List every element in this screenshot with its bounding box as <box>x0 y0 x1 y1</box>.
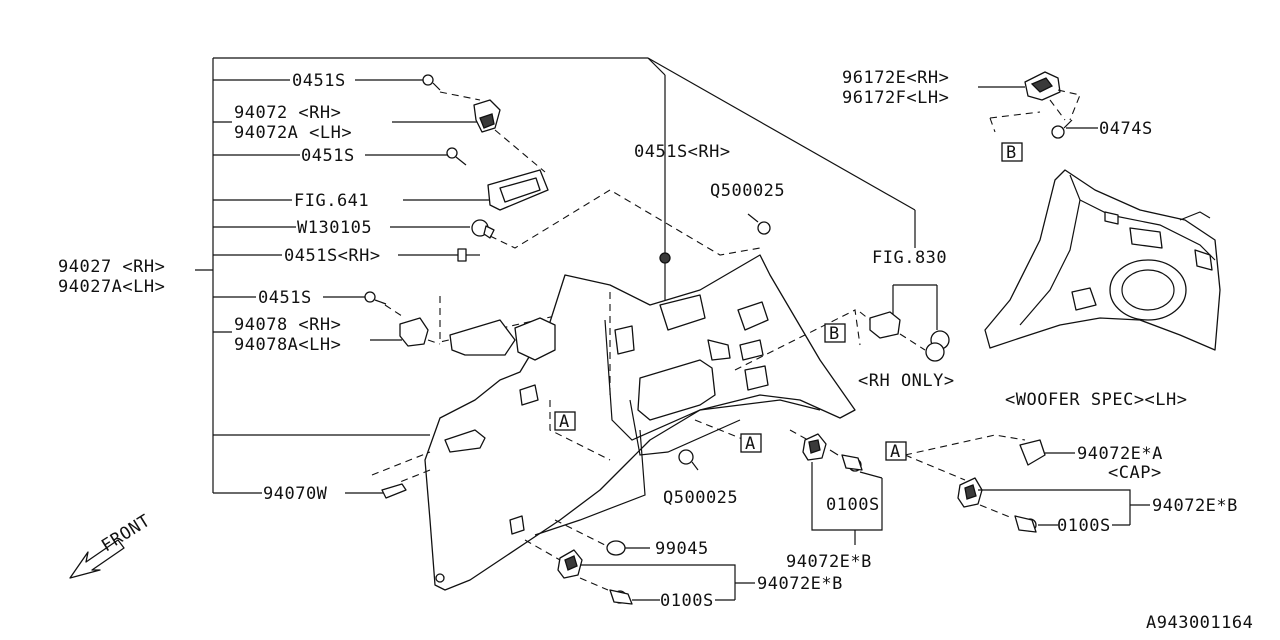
screw-0474s <box>1051 119 1073 139</box>
leader-94072eb-lower <box>580 564 755 601</box>
pin-94070w <box>381 483 407 499</box>
dash-leader-clip <box>489 189 761 256</box>
screw-0451s-top <box>422 74 441 91</box>
label-94070w: 94070W <box>263 484 328 504</box>
front-label: FRONT <box>98 511 154 556</box>
label-94072eb-a: 94072E*B <box>757 574 843 594</box>
label-0100s-a: 0100S <box>660 591 714 611</box>
cap-94072ea <box>1019 439 1046 466</box>
screw-0451s-mid <box>446 147 467 166</box>
leader-94072eb-middle <box>811 462 883 545</box>
part-fig830-b <box>925 330 950 362</box>
dash-leader-94078 <box>384 304 441 345</box>
bracket-94072eb-right <box>957 477 983 508</box>
screw-0451s-rh-center <box>659 252 671 300</box>
screw-0451s-rh-left <box>457 248 480 262</box>
svg-text:A: A <box>890 442 901 462</box>
clip-q500025-top <box>747 213 771 235</box>
dash-leader-96172e <box>989 89 1081 133</box>
label-94072a-lh: 94072A <LH> <box>234 123 352 143</box>
front-arrow-icon <box>69 539 125 579</box>
label-94027-rh: 94027 <RH> <box>58 257 165 277</box>
clip-w130105 <box>471 219 495 239</box>
ref-box-a-panel: A <box>554 411 576 432</box>
label-94078a-lh: 94078A<LH> <box>234 335 341 355</box>
dash-leader-right-screw <box>979 504 1013 519</box>
label-96172f-lh: 96172F<LH> <box>842 88 949 108</box>
label-0474s: 0474S <box>1099 119 1153 139</box>
quarter-trim-panel <box>424 254 856 591</box>
label-0451s-rh-b: 0451S<RH> <box>634 142 731 162</box>
dash-leader-99045 <box>554 519 606 546</box>
label-99045: 99045 <box>655 539 709 559</box>
dash-frame-a-left <box>549 292 611 461</box>
dash-leader-94070w <box>371 451 431 483</box>
ref-box-b-panel: B <box>824 323 846 344</box>
label-rh-only: <RH ONLY> <box>858 371 955 391</box>
label-94072eb-b: 94072E*B <box>786 552 872 572</box>
label-woofer-spec: <WOOFER SPEC><LH> <box>1005 390 1188 410</box>
svg-text:B: B <box>1006 143 1017 163</box>
dash-leader-fig830 <box>859 311 926 351</box>
label-cap: <CAP> <box>1108 463 1162 483</box>
plug-99045 <box>606 540 650 556</box>
leader-94072eb-right <box>978 489 1150 526</box>
dash-leader-94072 <box>439 91 546 173</box>
label-q500025-a: Q500025 <box>710 181 785 201</box>
label-94072eb-c: 94072E*B <box>1152 496 1238 516</box>
screw-0100s-lower <box>609 589 633 605</box>
dash-leader-right-group <box>904 434 1026 481</box>
label-fig830: FIG.830 <box>872 248 947 268</box>
bracket-94078 <box>399 317 429 347</box>
label-94072ea: 94072E*A <box>1077 444 1163 464</box>
svg-text:B: B <box>829 324 840 344</box>
label-94078-rh: 94078 <RH> <box>234 315 341 335</box>
label-w130105: W130105 <box>297 218 372 238</box>
dash-leader-lower-bracket <box>524 539 609 591</box>
label-0100s-b: 0100S <box>826 495 880 515</box>
clip-q500025-lower <box>678 449 699 471</box>
left-leader-bracket <box>195 57 916 494</box>
ref-box-b-top-right: B <box>1001 142 1023 163</box>
label-96172e-rh: 96172E<RH> <box>842 68 949 88</box>
label-0100s-c: 0100S <box>1057 516 1111 536</box>
label-0451s-b: 0451S <box>301 146 355 166</box>
ref-box-a-right: A <box>885 441 907 462</box>
leader-fig830 <box>892 284 938 330</box>
bracket-94072 <box>473 99 501 133</box>
screw-0451s-lower <box>364 291 387 305</box>
label-0451s-a: 0451S <box>292 71 346 91</box>
svg-text:A: A <box>559 412 570 432</box>
part-fig830-a <box>869 311 901 339</box>
bracket-fig641 <box>487 169 549 211</box>
screw-0100s-middle <box>829 449 863 472</box>
label-fig641: FIG.641 <box>294 191 369 211</box>
label-0451s-c: 0451S <box>258 288 312 308</box>
label-94072-rh: 94072 <RH> <box>234 103 341 123</box>
label-94027a-lh: 94027A<LH> <box>58 277 165 297</box>
woofer-spec-panel <box>984 169 1221 351</box>
label-0451s-rh-a: 0451S<RH> <box>284 246 381 266</box>
dash-frame-a-right <box>694 419 809 441</box>
ref-box-a-center: A <box>740 433 762 454</box>
bracket-96172e <box>1024 71 1061 101</box>
drawing-number: A943001164 <box>1146 613 1253 633</box>
label-q500025-b: Q500025 <box>663 488 738 508</box>
bracket-94072eb-lower <box>557 549 583 579</box>
svg-text:A: A <box>745 434 756 454</box>
screw-0100s-right <box>1014 515 1037 533</box>
bracket-94072eb-middle <box>802 433 827 461</box>
dash-frame-b <box>734 309 861 371</box>
